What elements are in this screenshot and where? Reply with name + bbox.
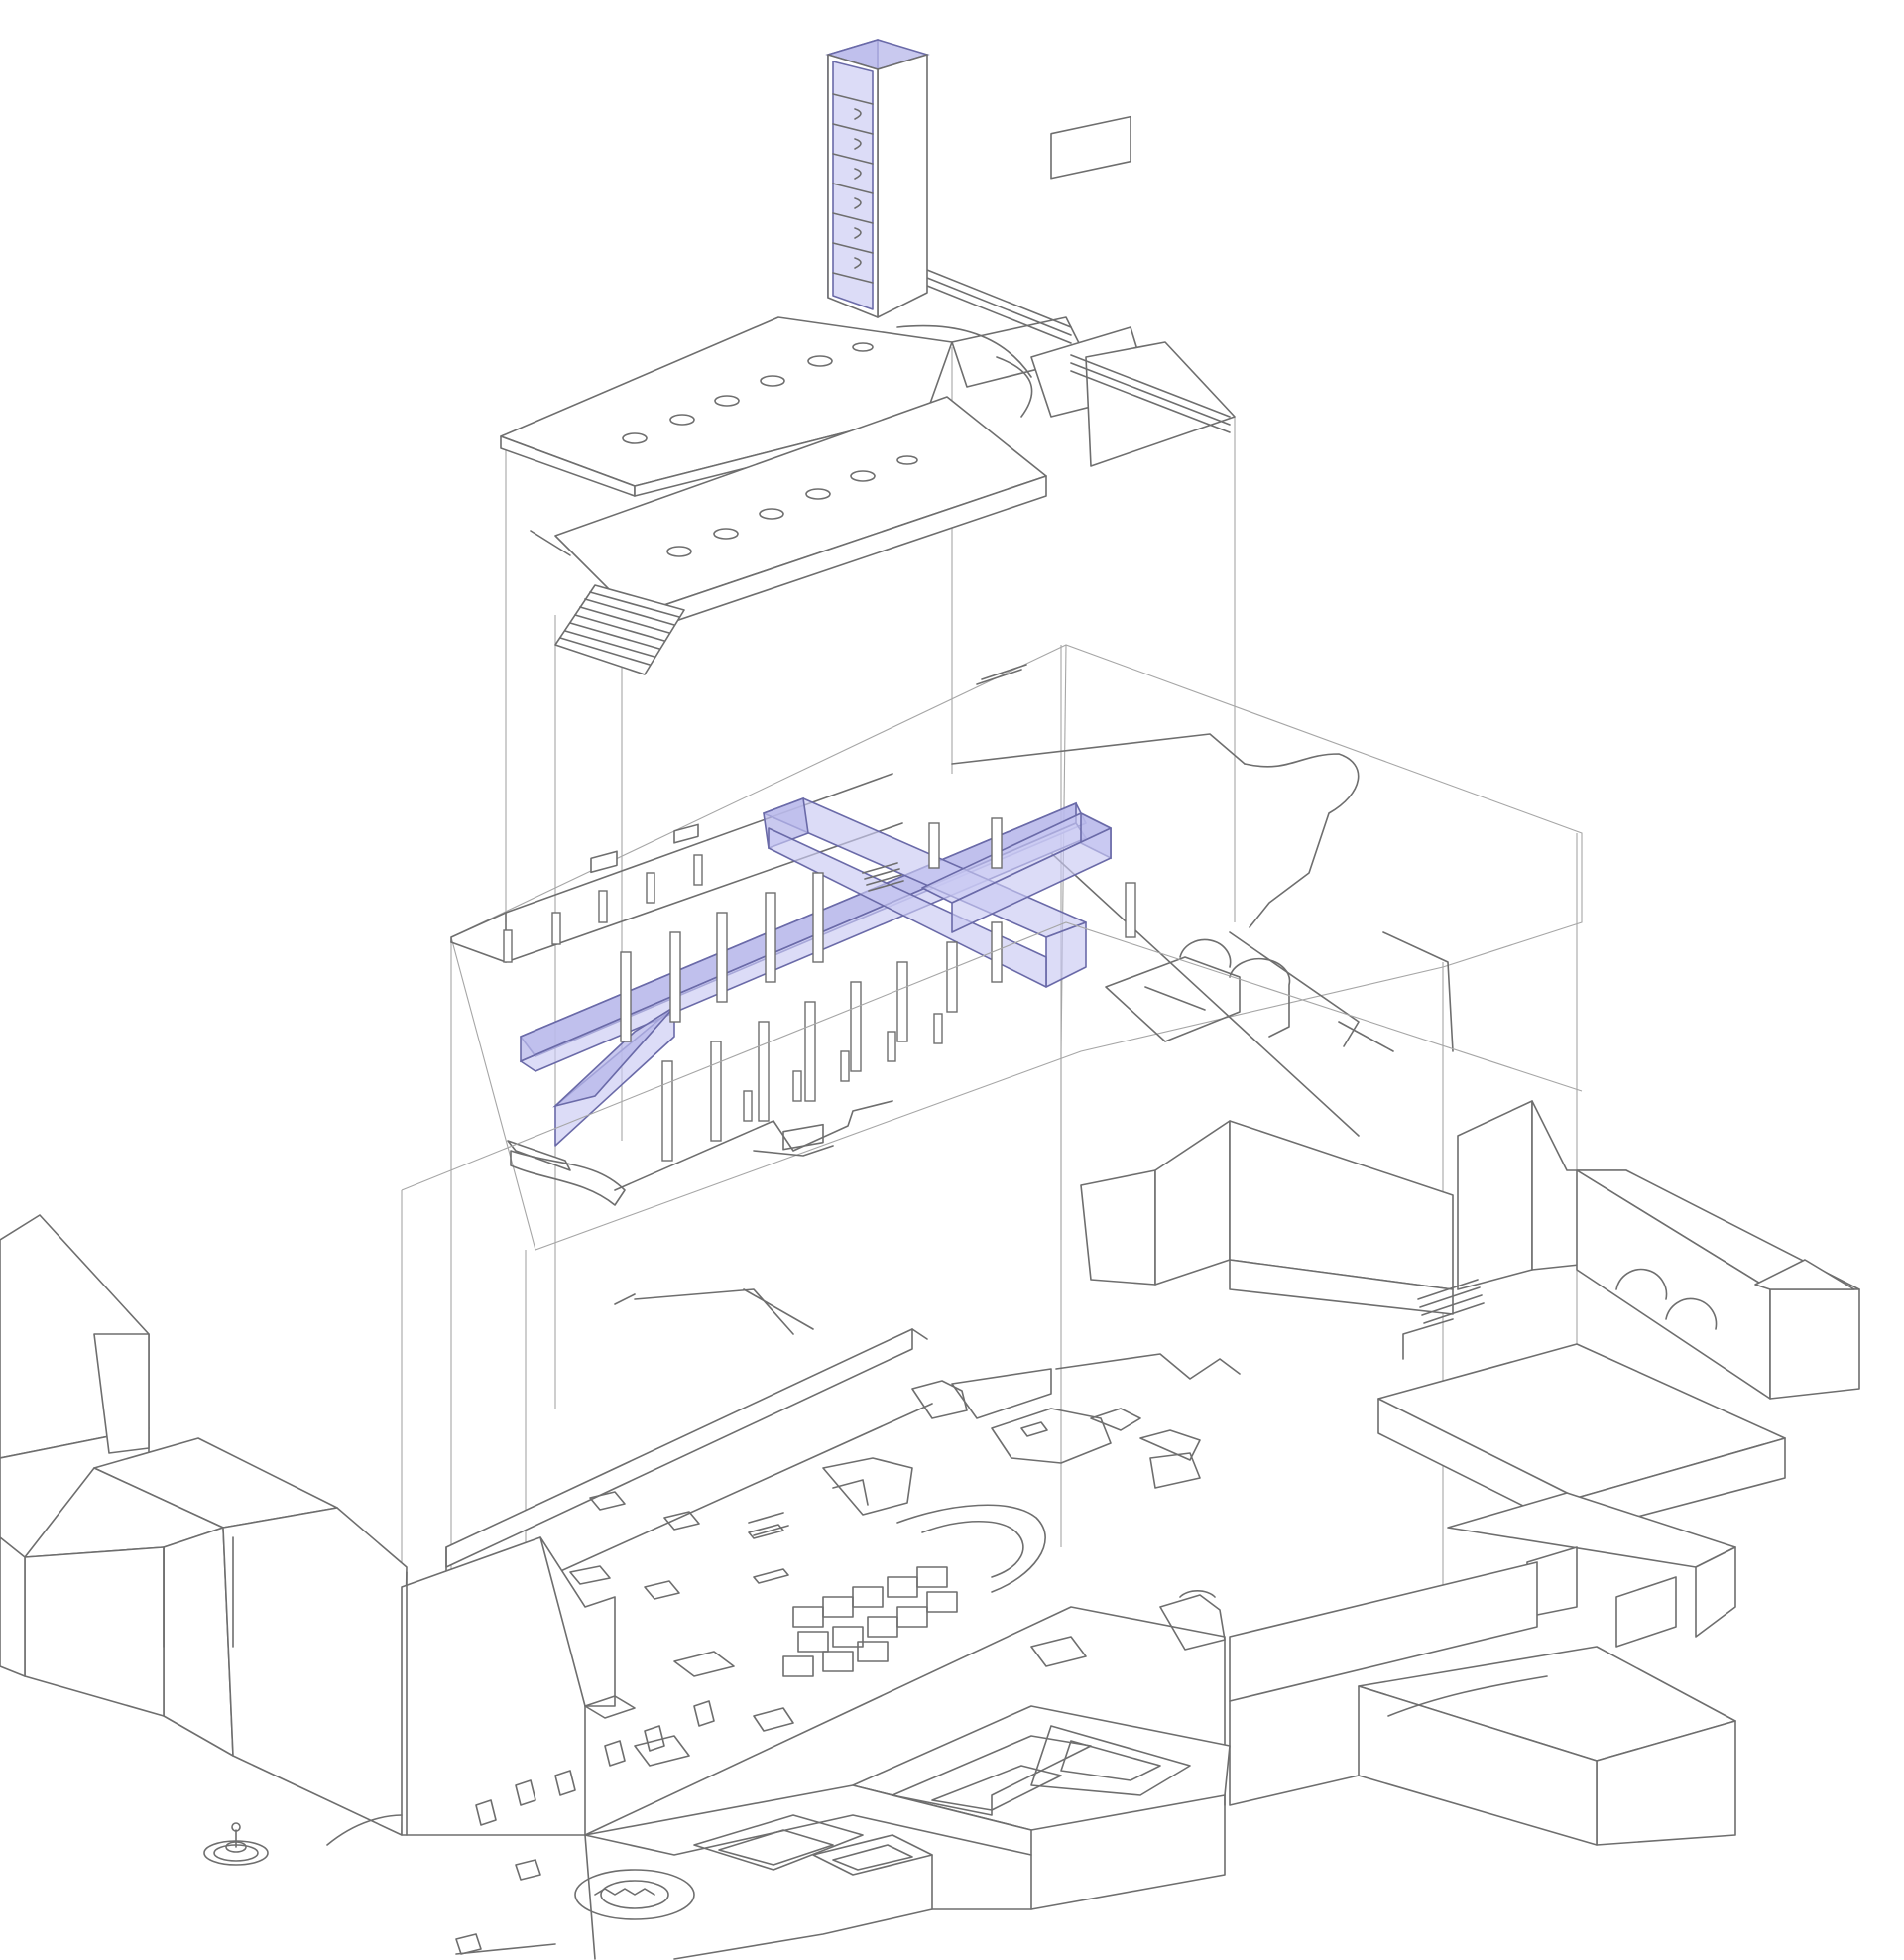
middle-stair (862, 664, 1027, 892)
middle-level (450, 644, 1583, 1251)
tower-highlighted (825, 39, 930, 318)
cross-corridor-highlighted (520, 796, 1112, 1147)
upper-level (500, 39, 1236, 675)
curved-wall (896, 1504, 1046, 1593)
front-details (455, 1695, 715, 1955)
slab-ornaments-upper (622, 342, 874, 444)
hall-columns (503, 817, 1136, 1162)
ground-level (0, 921, 1860, 1960)
main-hall-block (445, 1328, 913, 1568)
left-buildings (0, 1214, 616, 1846)
right-low-blocks (1229, 1343, 1786, 1846)
ruin-cluster (782, 1566, 958, 1677)
slab-ornaments-lower (666, 455, 918, 557)
garden-parterre (574, 1705, 1231, 1960)
tower-floors (832, 93, 874, 284)
striped-steps (926, 269, 1231, 433)
right-buildings (1080, 1100, 1860, 1400)
archaeological-ruins (569, 1353, 1241, 1767)
grand-staircase (554, 584, 685, 675)
middle-platform-outline (450, 644, 1583, 1251)
chapel-outline (1105, 938, 1291, 1042)
fountain-icon (203, 1822, 269, 1866)
